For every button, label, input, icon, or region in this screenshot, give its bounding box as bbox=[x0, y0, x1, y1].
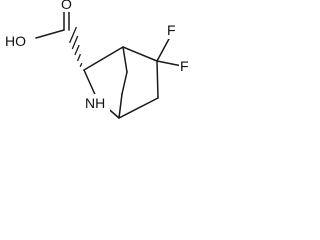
amine-label: NH bbox=[85, 95, 105, 111]
carbonyl-oxygen-label: O bbox=[61, 0, 72, 12]
bond-c-oh bbox=[35, 29, 65, 39]
fluorine-label-top: F bbox=[167, 22, 176, 38]
bond-c6-c1 bbox=[118, 97, 159, 119]
bond-c7-c8 bbox=[121, 71, 128, 95]
bond-c3-c4 bbox=[83, 46, 124, 71]
bond-c4-c7 bbox=[122, 46, 128, 73]
fluorine-label-right: F bbox=[180, 58, 189, 74]
structure-diagram: HO O NH F F bbox=[4, 0, 193, 119]
bond-c5-f2 bbox=[156, 60, 183, 67]
bond-c5-f1 bbox=[156, 36, 171, 62]
bond-c8-c1 bbox=[118, 93, 123, 119]
bond-c4-c5 bbox=[122, 46, 158, 62]
hashed-stereo-bond bbox=[69, 26, 83, 68]
bond-c5-c6 bbox=[156, 60, 159, 99]
hydroxyl-label: HO bbox=[5, 33, 26, 49]
